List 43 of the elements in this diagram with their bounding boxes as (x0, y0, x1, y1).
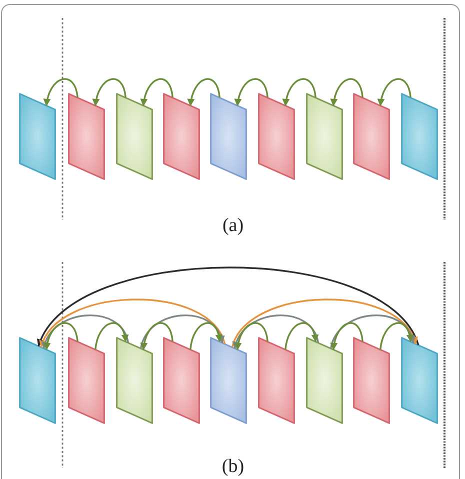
curved-arrow (140, 314, 224, 349)
video-frame (210, 337, 247, 424)
curved-arrow (284, 322, 318, 350)
video-frame (68, 337, 105, 424)
video-frame (353, 337, 390, 424)
curved-arrow (44, 78, 78, 106)
curved-arrow (40, 298, 226, 348)
video-frame (353, 93, 390, 180)
curved-arrow (140, 322, 174, 350)
video-frame (306, 93, 343, 180)
video-frame (163, 337, 200, 424)
curved-arrow (282, 78, 316, 106)
video-frame (68, 93, 105, 180)
curved-arrow (330, 322, 364, 350)
curved-arrow (330, 78, 364, 106)
curved-arrow (190, 322, 222, 350)
curved-arrow (231, 298, 417, 348)
curved-arrow (188, 78, 220, 106)
curved-arrow (92, 78, 126, 106)
curved-arrow (44, 322, 78, 350)
curved-arrow (234, 78, 268, 106)
video-frame (19, 93, 56, 180)
video-frame (306, 337, 343, 424)
curved-arrow (233, 314, 319, 350)
curved-arrow (234, 322, 268, 350)
curved-arrow (94, 322, 128, 350)
panel-label: (a) (222, 215, 244, 236)
video-frame (19, 337, 56, 424)
curved-arrow (380, 322, 414, 350)
video-frame (258, 337, 295, 424)
video-frame (401, 337, 438, 424)
video-frame (116, 93, 153, 180)
curved-arrow (378, 78, 412, 106)
video-frame (401, 93, 438, 180)
curved-arrow (42, 314, 129, 350)
curved-arrow (330, 314, 415, 349)
video-frame (210, 93, 247, 180)
curved-arrow (38, 266, 420, 347)
video-frame (163, 93, 200, 180)
video-frame (258, 93, 295, 180)
video-frame (116, 337, 153, 424)
curved-arrow (140, 78, 174, 106)
panel-label: (b) (222, 456, 244, 477)
